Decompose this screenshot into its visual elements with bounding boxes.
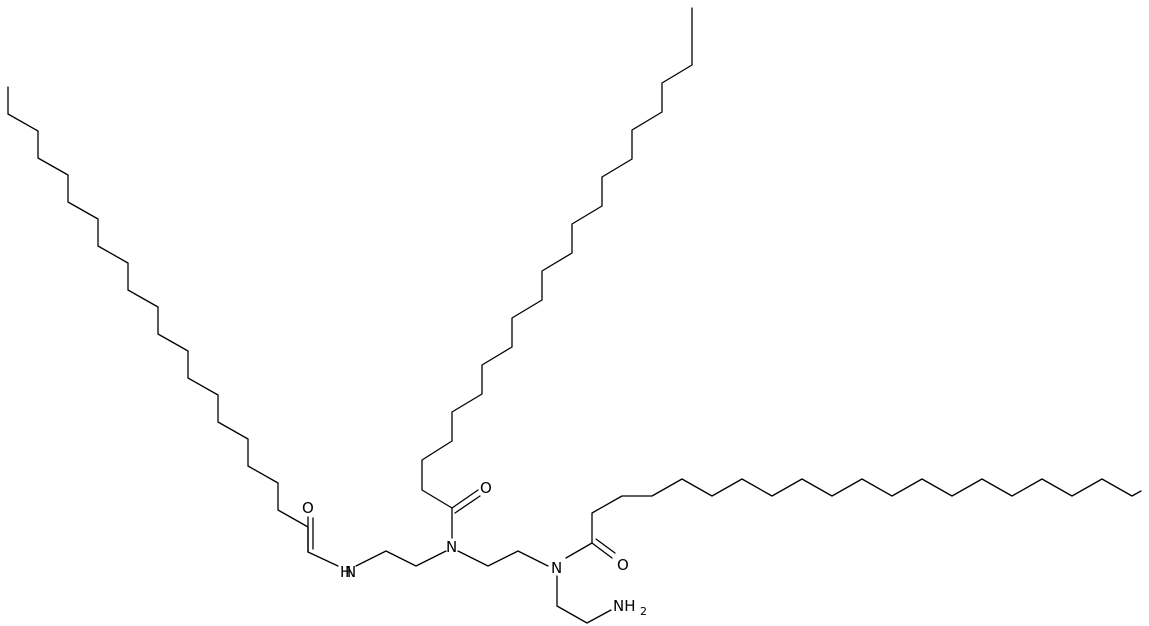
amide-nh-label-n: N (345, 563, 356, 581)
left-carbonyl-oxygen-label: O (302, 499, 314, 517)
terminal-amine-subscript: 2 (640, 605, 647, 618)
right-amide-nc-bond (565, 542, 593, 559)
terminal-amine-label: NH (613, 597, 636, 615)
middle-acyl-chain (421, 7, 693, 509)
aminoethyl-arm (556, 575, 612, 624)
right-carbonyl-oxygen-label: O (617, 556, 629, 574)
central-nitrogen-2-label: N (551, 559, 562, 577)
right-carbonyl-bond-a (591, 542, 613, 559)
middle-carbonyl-bond-a (451, 489, 479, 509)
ethylene-link-2 (457, 550, 549, 567)
left-acyl-chain (7, 86, 309, 553)
middle-carbonyl-oxygen-label: O (480, 479, 492, 497)
right-acyl-chain (591, 478, 1142, 544)
right-carbonyl-bond-b (595, 538, 616, 554)
ethylene-link-1 (355, 550, 447, 567)
left-amide-cn-bond (307, 551, 339, 567)
amide-nh-label-h: H (340, 563, 351, 581)
central-nitrogen-1-label: N (446, 538, 457, 556)
middle-carbonyl-bond-b (454, 495, 481, 514)
